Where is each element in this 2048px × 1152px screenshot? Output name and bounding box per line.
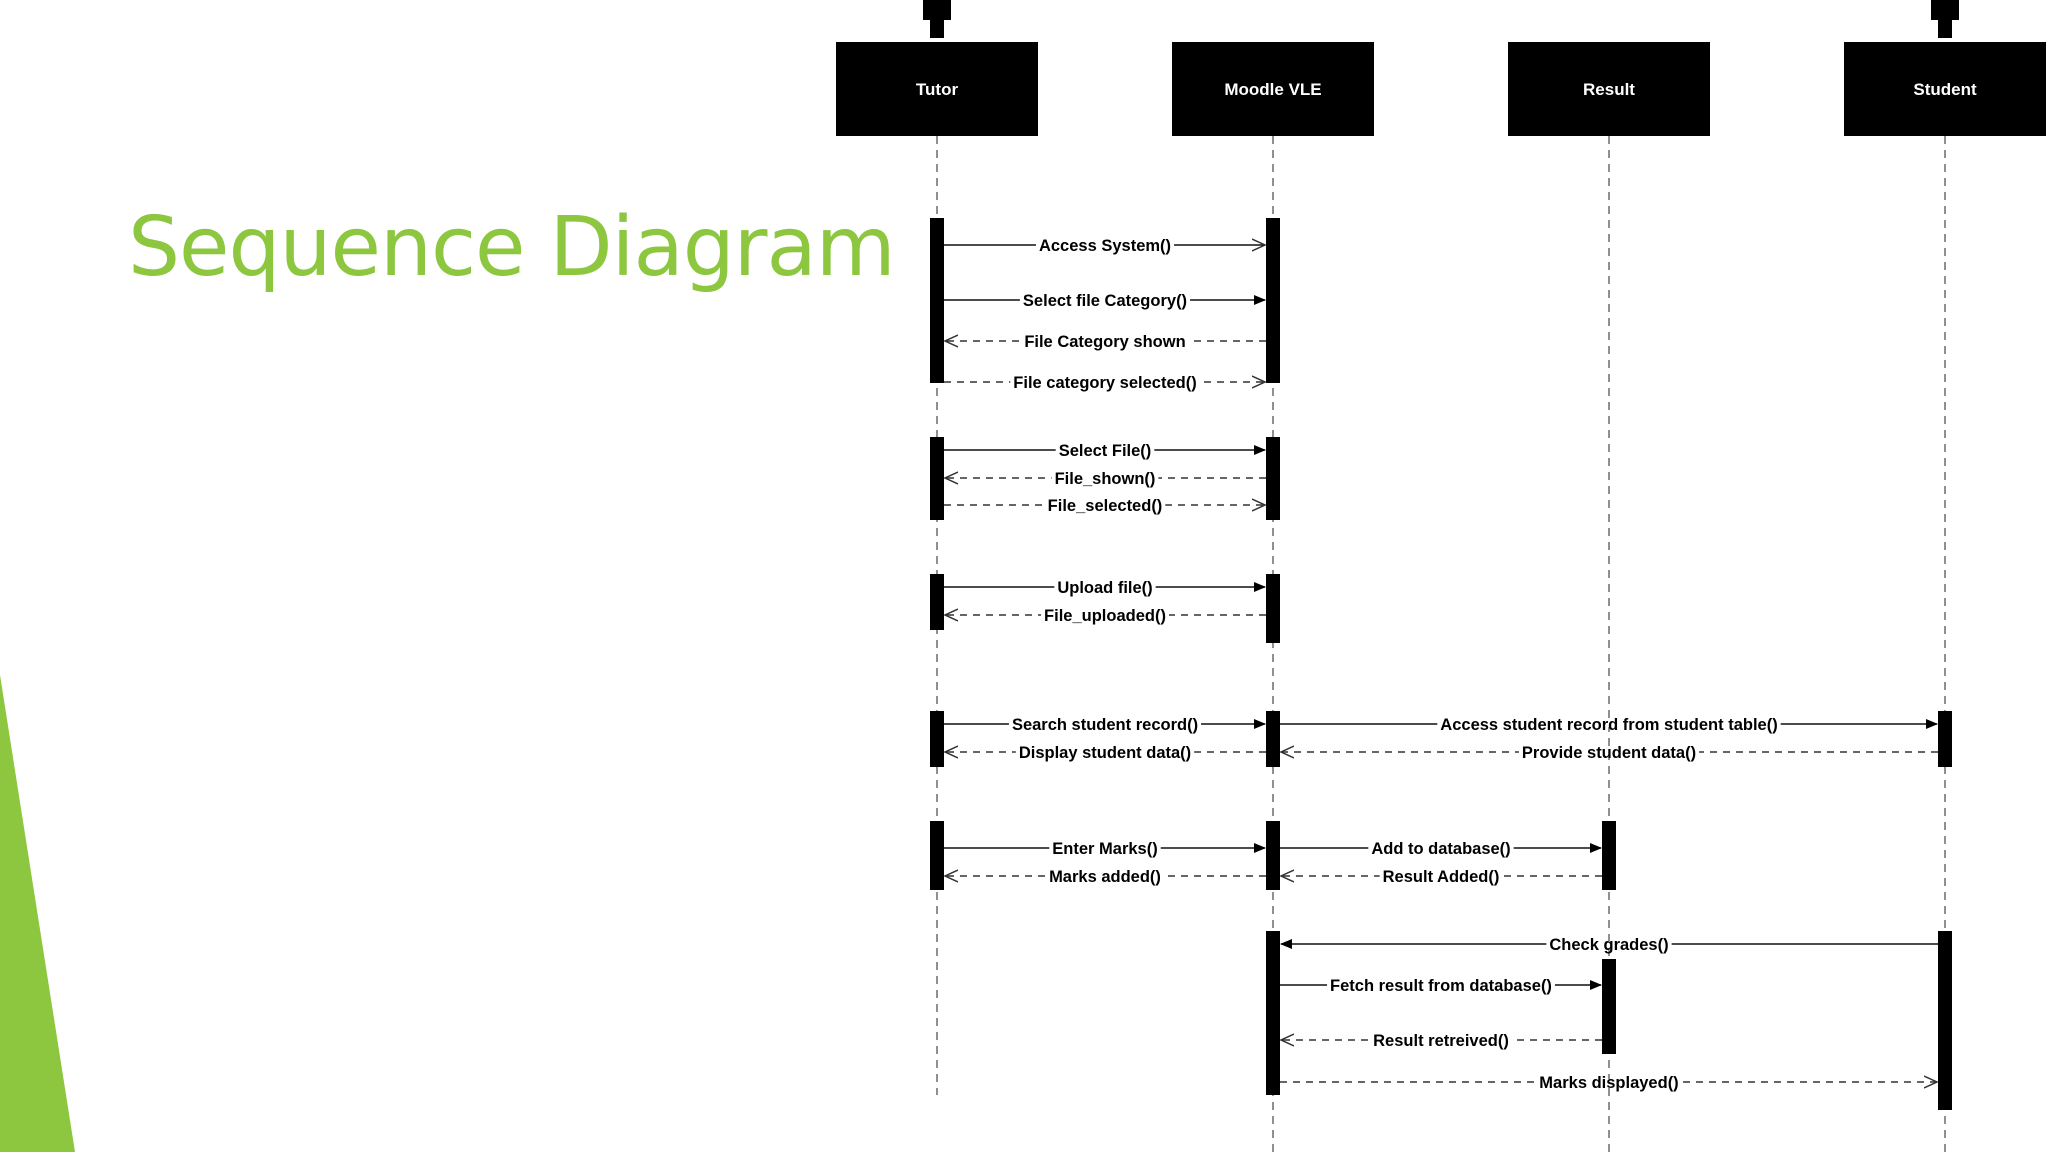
message-label-backing: [1046, 873, 1164, 879]
message-label: Select file Category(): [1023, 292, 1187, 310]
message-arrow: Enter Marks(): [944, 840, 1266, 858]
message-arrow: Select File(): [944, 442, 1266, 460]
message-arrow: Fetch result from database(): [1280, 977, 1602, 995]
message-arrow: Check grades(): [1280, 936, 1938, 954]
message-arrow: Display student data(): [945, 744, 1266, 762]
accent-triangle-shape: [0, 675, 75, 1152]
activation-bar-result: [1602, 821, 1616, 890]
message-label: Upload file(): [1057, 579, 1152, 597]
lifeline-label-moodle: Moodle VLE: [1224, 80, 1321, 99]
message-label: Result Added(): [1383, 868, 1500, 886]
activation-bar-moodle: [1266, 574, 1280, 643]
message-label-backing: [1044, 502, 1166, 508]
message-label-backing: [1536, 1079, 1682, 1085]
message-label-backing: [1051, 475, 1159, 481]
message-arrow: Marks added(): [945, 868, 1266, 886]
message-label-backing: [1437, 721, 1781, 727]
message-label-backing: [1021, 338, 1189, 344]
message-label: Access System(): [1039, 237, 1171, 255]
message-label-backing: [1010, 379, 1200, 385]
activation-bar-moodle: [1266, 218, 1280, 383]
message-label-backing: [1370, 1037, 1512, 1043]
message-label-backing: [1327, 982, 1555, 988]
message-label: Check grades(): [1549, 936, 1668, 954]
message-label-backing: [1008, 721, 1202, 727]
lifeline-tutor: Tutor: [836, 0, 1038, 1095]
lifeline-label-tutor: Tutor: [916, 80, 959, 99]
activation-bar-result: [1602, 959, 1616, 1054]
message-label: Fetch result from database(): [1330, 977, 1552, 995]
activation-bar-moodle: [1266, 711, 1280, 767]
message-label: Result retreived(): [1373, 1032, 1509, 1050]
message-label: Access student record from student table…: [1440, 716, 1777, 734]
lifeline-box-moodle: [1172, 42, 1374, 136]
message-arrow: Select file Category(): [944, 292, 1266, 310]
lifeline-box-tutor: [836, 42, 1038, 136]
lifeline-student: Student: [1844, 0, 2046, 1152]
message-arrow: File_shown(): [945, 470, 1266, 488]
activation-bar-student: [1938, 711, 1952, 767]
actor-icon-stem: [930, 18, 944, 38]
message-arrow: Marks displayed(): [1280, 1074, 1937, 1092]
message-label-backing: [1049, 845, 1161, 851]
lifeline-moodle: Moodle VLE: [1172, 42, 1374, 1152]
message-label-backing: [1055, 447, 1155, 453]
message-arrow: Add to database(): [1280, 840, 1602, 858]
message-arrow: File_selected(): [944, 497, 1265, 515]
message-label-backing: [1518, 749, 1700, 755]
lifeline-box-student: [1844, 42, 2046, 136]
message-arrow: Search student record(): [944, 716, 1266, 734]
message-arrow: Upload file(): [944, 579, 1266, 597]
message-label-backing: [1035, 242, 1175, 248]
actor-icon: [1931, 0, 1959, 20]
message-label-backing: [1015, 749, 1195, 755]
message-arrow: File Category shown: [945, 333, 1266, 351]
actor-icon-stem: [1938, 18, 1952, 38]
lifeline-box-result: [1508, 42, 1710, 136]
message-label: File_shown(): [1055, 470, 1156, 488]
activation-bar-tutor: [930, 711, 944, 767]
activation-bar-tutor: [930, 821, 944, 890]
message-arrow: Result retreived(): [1281, 1032, 1602, 1050]
activation-bar-student: [1938, 931, 1952, 1110]
message-label: Display student data(): [1019, 744, 1191, 762]
message-label: Search student record(): [1012, 716, 1198, 734]
lifeline-label-student: Student: [1913, 80, 1977, 99]
slide-title: Sequence Diagram: [128, 200, 896, 295]
message-label: Add to database(): [1371, 840, 1510, 858]
message-label: File_uploaded(): [1044, 607, 1166, 625]
message-label: Marks added(): [1049, 868, 1161, 886]
activation-bar-moodle: [1266, 821, 1280, 890]
message-label-backing: [1379, 873, 1503, 879]
actor-icon: [923, 0, 951, 20]
activation-bar-moodle: [1266, 931, 1280, 1095]
lifeline-label-result: Result: [1583, 80, 1635, 99]
message-arrow: Provide student data(): [1281, 744, 1938, 762]
message-arrow: Access System(): [944, 237, 1265, 255]
message-label: Enter Marks(): [1052, 840, 1157, 858]
message-label-backing: [1546, 941, 1672, 947]
message-arrow: Access student record from student table…: [1280, 716, 1938, 734]
message-label: File_selected(): [1048, 497, 1163, 515]
message-arrow: Result Added(): [1281, 868, 1602, 886]
message-arrow: File category selected(): [944, 374, 1265, 392]
message-label: Provide student data(): [1522, 744, 1696, 762]
message-label-backing: [1041, 612, 1169, 618]
message-label: Select File(): [1059, 442, 1152, 460]
activation-bar-tutor: [930, 437, 944, 520]
message-label: File Category shown: [1024, 333, 1185, 351]
message-label-backing: [1368, 845, 1514, 851]
activation-bar-tutor: [930, 574, 944, 630]
message-label: File category selected(): [1013, 374, 1196, 392]
activation-bar-tutor: [930, 218, 944, 383]
message-label-backing: [1054, 584, 1156, 590]
message-label: Marks displayed(): [1539, 1074, 1678, 1092]
activation-bar-moodle: [1266, 437, 1280, 520]
message-label-backing: [1019, 297, 1191, 303]
message-arrow: File_uploaded(): [945, 607, 1266, 625]
